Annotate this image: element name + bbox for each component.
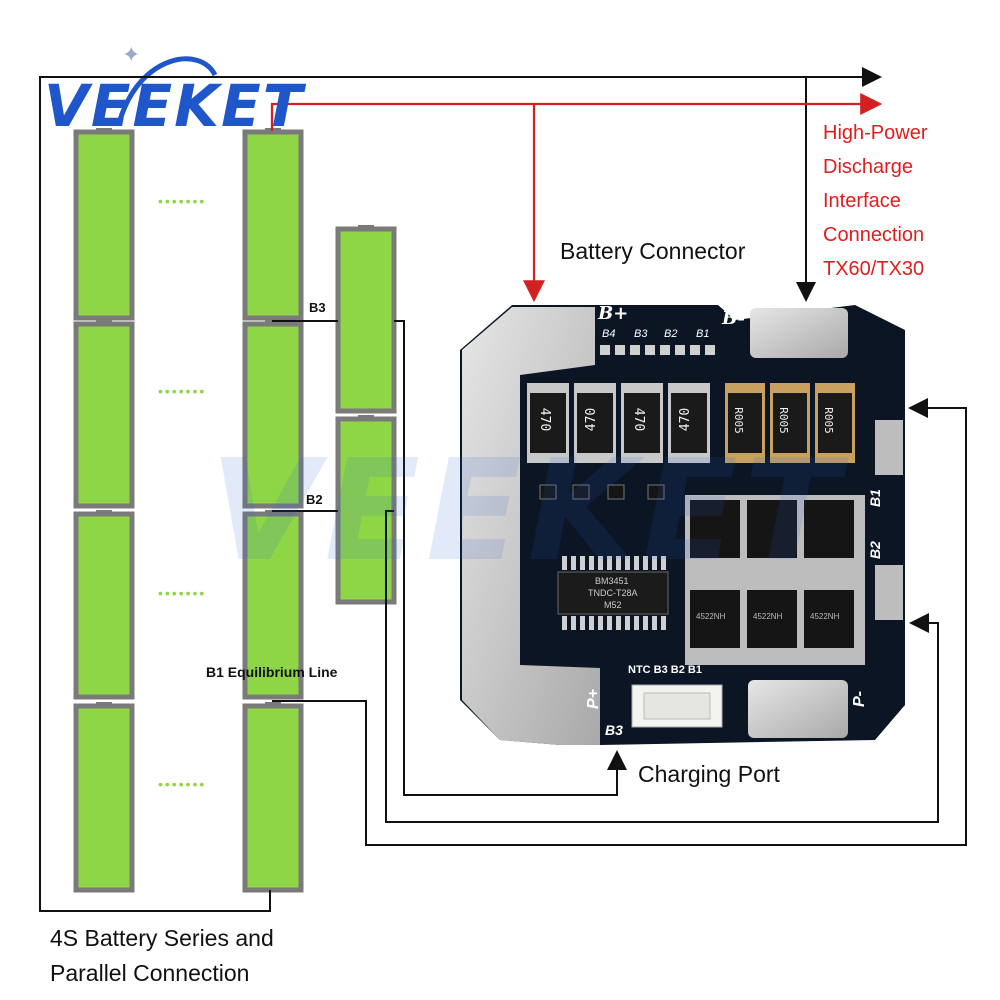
- label-discharge-3: Interface: [823, 190, 901, 212]
- board-side-b1: B1: [866, 489, 883, 507]
- label-charging-port: Charging Port: [638, 761, 780, 787]
- battery-column-left: [73, 128, 135, 893]
- board-side-b2: B2: [866, 541, 883, 559]
- board-p-plus: P+: [585, 688, 603, 710]
- brand-logo: VEEKET: [44, 72, 305, 140]
- battery-column-middle: [335, 225, 397, 605]
- board-pad-b2: B2: [664, 328, 678, 340]
- label-b3: B3: [309, 300, 326, 315]
- resistor-label-3: 470: [631, 407, 647, 432]
- board-ntc-row: NTC B3 B2 B1: [628, 664, 702, 676]
- shunt-label-1: R005: [731, 407, 745, 434]
- board-b3-bottom: B3: [605, 722, 623, 738]
- label-discharge-4: Connection: [823, 224, 925, 246]
- board-b-minus: B-: [722, 308, 746, 329]
- resistor-label-4: 470: [678, 407, 694, 432]
- label-battery-connector: Battery Connector: [560, 238, 746, 264]
- protection-ic: [557, 571, 669, 615]
- label-b2: B2: [306, 492, 323, 507]
- mosfet-text-3: 4522NH: [810, 612, 840, 621]
- board-pad-b1: B1: [696, 328, 710, 340]
- label-b1-equilibrium: B1 Equilibrium Line: [206, 664, 338, 680]
- ic-text-1: BM3451: [595, 576, 629, 586]
- caption-line-1: 4S Battery Series and: [50, 925, 274, 951]
- mosfet-text-1: 4522NH: [696, 612, 726, 621]
- caption-line-2: Parallel Connection: [50, 960, 250, 986]
- label-discharge-5: TX60/TX30: [823, 258, 925, 280]
- board-b-plus: B+: [598, 303, 629, 324]
- dots-row-4: •••••••: [158, 776, 207, 792]
- shunt-resistors: [725, 383, 855, 463]
- board-pad-b4: B4: [602, 328, 616, 340]
- dots-row-2: •••••••: [158, 383, 207, 399]
- red-positive-wire: [270, 93, 883, 303]
- shunt-label-2: R005: [776, 407, 790, 434]
- mosfet-text-2: 4522NH: [753, 612, 783, 621]
- watermark: VEEKET: [210, 430, 846, 593]
- dots-row-1: •••••••: [158, 193, 207, 209]
- board-p-minus: P-: [851, 691, 868, 707]
- logo-swoosh: [117, 56, 218, 121]
- b-minus-pad: [750, 308, 848, 358]
- resistor-label-2: 470: [584, 407, 600, 432]
- wires: [39, 67, 967, 912]
- ic-text-2: TNDC-T28A: [588, 588, 638, 598]
- p-minus-pad: [748, 680, 848, 738]
- bms-board: [460, 305, 905, 745]
- battery-column-right: [242, 128, 304, 893]
- label-discharge-1: High-Power: [823, 122, 928, 144]
- resistor-label-1: 470: [537, 407, 553, 432]
- ic-text-3: M52: [604, 600, 622, 610]
- dots-row-3: •••••••: [158, 585, 207, 601]
- board-pad-b3: B3: [634, 328, 648, 340]
- b-plus-pad: [462, 307, 600, 745]
- mosfets: [690, 500, 854, 648]
- shunt-label-3: R005: [821, 407, 835, 434]
- sense-resistors: [527, 383, 710, 463]
- label-discharge-2: Discharge: [823, 156, 914, 178]
- logo-star: ✦: [122, 43, 140, 68]
